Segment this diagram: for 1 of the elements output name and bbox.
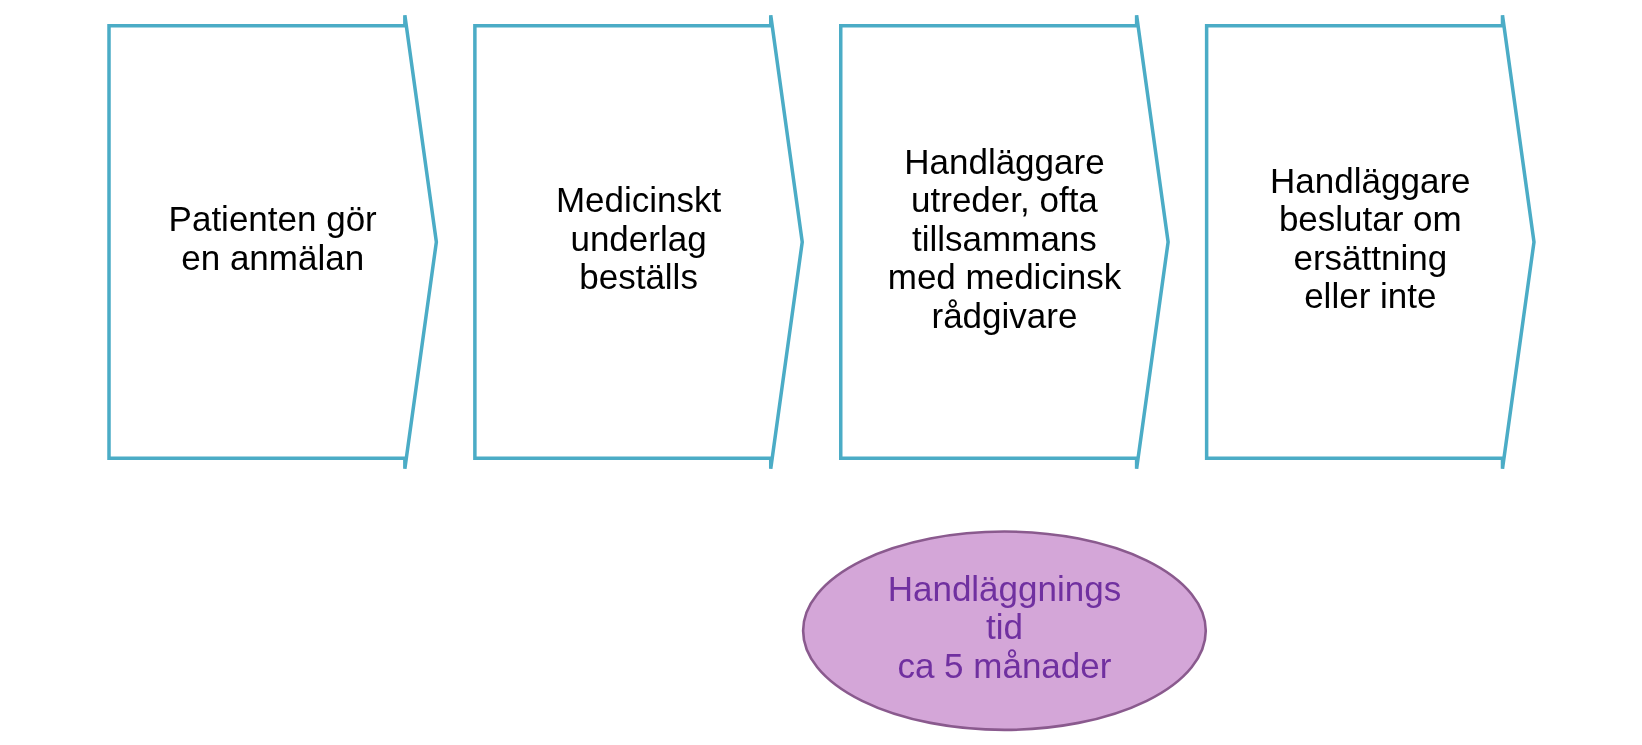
node-ellipse: Handläggningstid ca 5 månader [801, 530, 1207, 732]
